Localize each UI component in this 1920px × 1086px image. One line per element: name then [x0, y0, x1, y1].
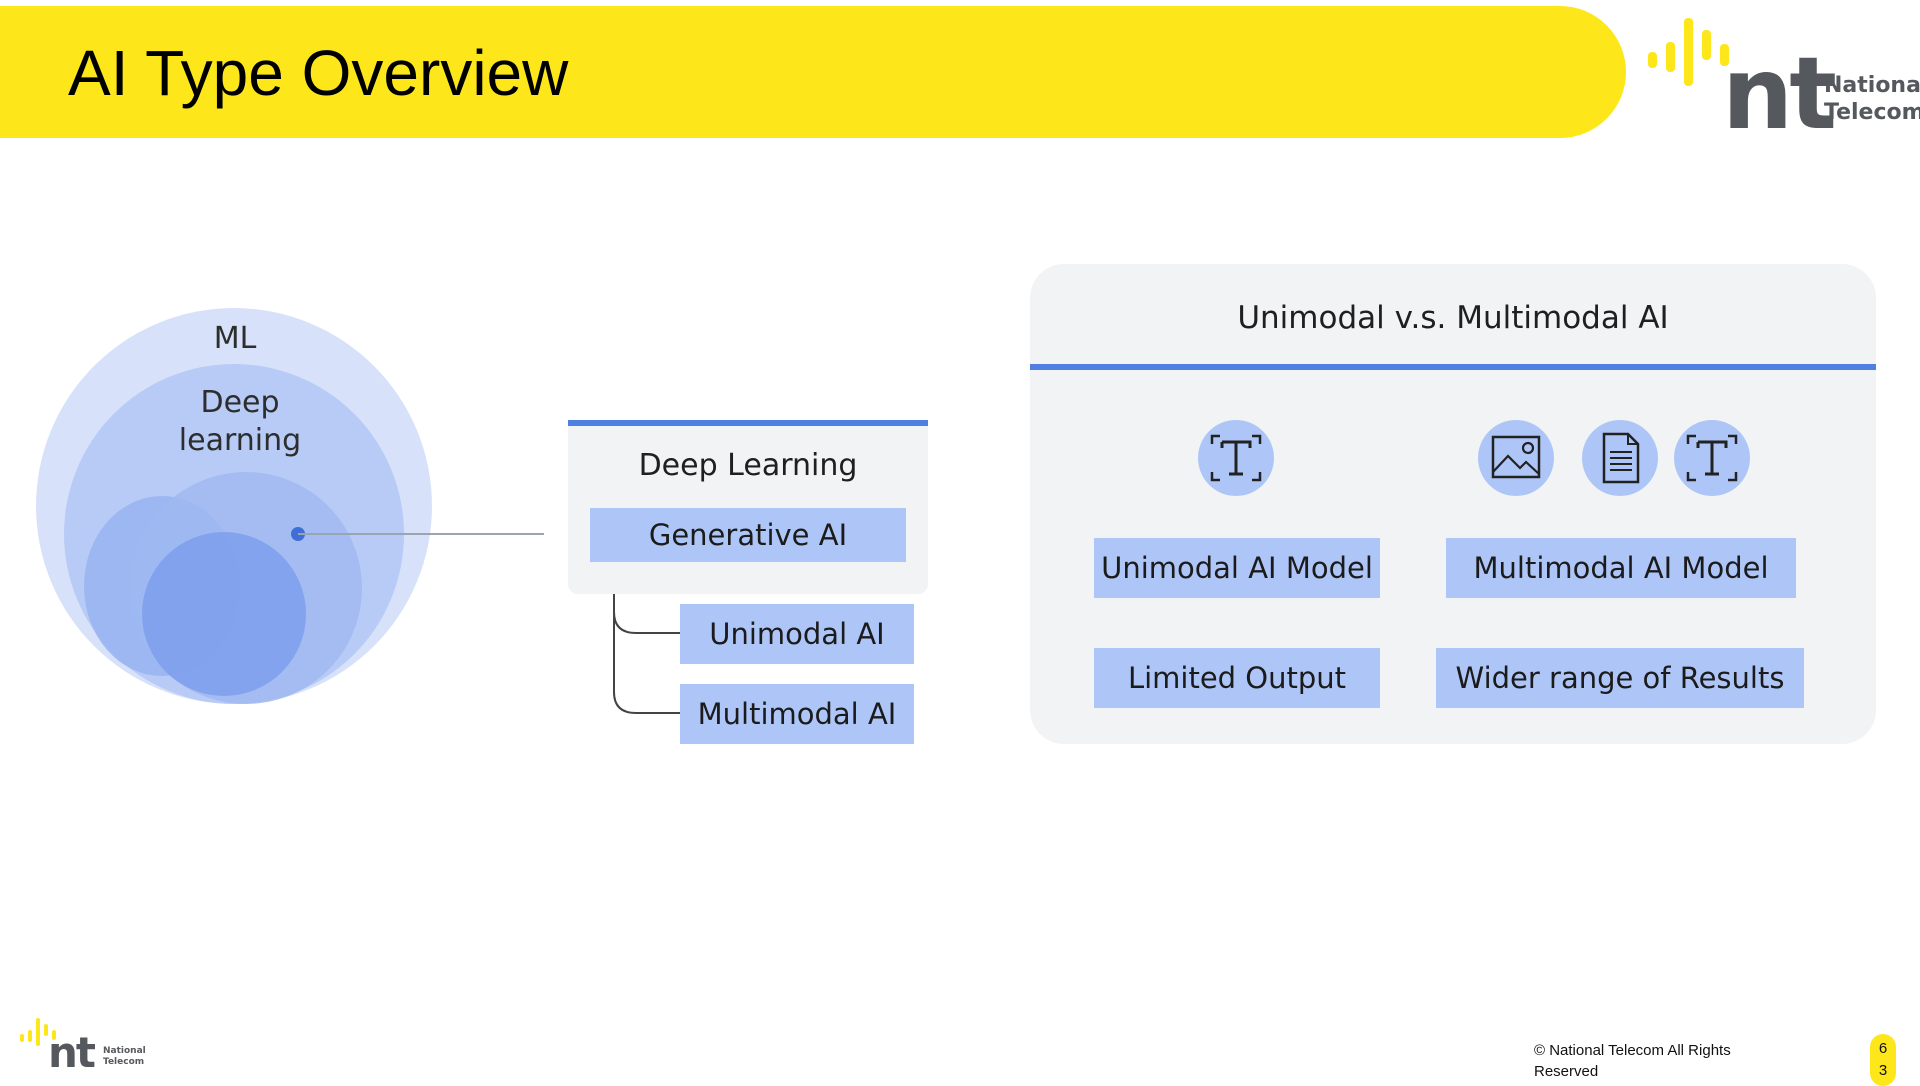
unimodal-model-box: Unimodal AI Model — [1094, 538, 1380, 598]
footer-logo-name: National Telecom — [103, 1046, 146, 1067]
multimodal-ai-box: Multimodal AI — [680, 684, 914, 744]
multimodal-image-icon — [1478, 420, 1554, 496]
footer-copyright: © National Telecom All Rights Reserved — [1534, 1042, 1731, 1080]
unimodal-ai-box: Unimodal AI — [680, 604, 914, 664]
page-number: 6 3 — [1870, 1034, 1896, 1086]
unimodal-text-icon — [1198, 420, 1274, 496]
unimodal-output-box: Limited Output — [1094, 648, 1380, 708]
generative-ai-box: Generative AI — [590, 508, 906, 562]
signal-bars-icon — [1648, 18, 1729, 86]
deep-learning-panel — [568, 420, 928, 594]
multimodal-document-icon — [1582, 420, 1658, 496]
slide-title: AI Type Overview — [68, 37, 569, 109]
logo-mark: nt — [1722, 35, 1837, 152]
signal-bars-icon — [20, 1018, 56, 1046]
header-bar — [0, 6, 1626, 138]
deep-learning-panel-title: Deep Learning — [638, 448, 858, 483]
deep-learning-label: Deep learning — [178, 385, 302, 458]
multimodal-output-box: Wider range of Results — [1436, 648, 1804, 708]
comparison-title: Unimodal v.s. Multimodal AI — [1237, 300, 1669, 336]
national-telecom-logo: nt National Telecom — [1640, 6, 1920, 144]
multimodal-text-icon — [1674, 420, 1750, 496]
logo-name: National Telecom — [1824, 73, 1920, 125]
subset-circle-inner — [142, 532, 306, 696]
multimodal-model-box: Multimodal AI Model — [1446, 538, 1796, 598]
footer-logo: nt National Telecom — [18, 1016, 158, 1077]
comparison-divider — [1030, 364, 1876, 370]
footer-logo-mark: nt — [48, 1028, 96, 1077]
ml-label: ML — [213, 321, 257, 356]
